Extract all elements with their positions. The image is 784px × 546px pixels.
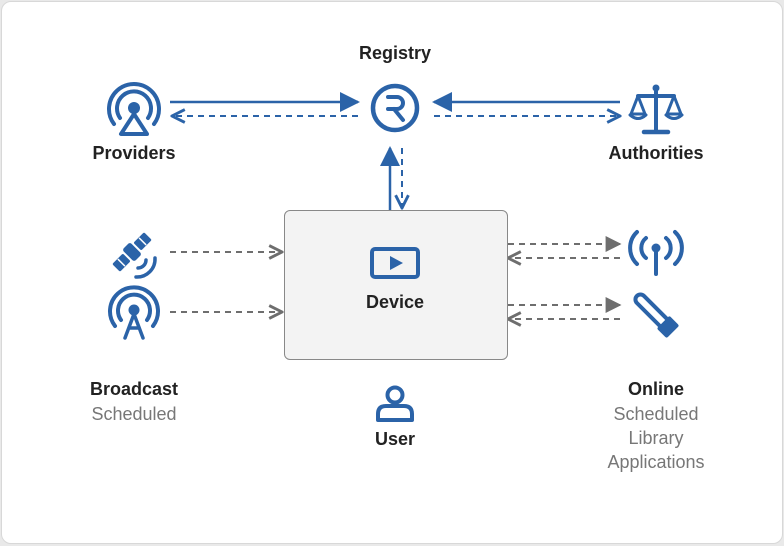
user-icon <box>376 385 414 422</box>
satellite-icon <box>112 232 152 272</box>
device-box <box>284 210 508 360</box>
broadcast-antenna-icon <box>107 82 161 136</box>
device-label: Device <box>365 292 425 312</box>
satellite-signal-icon <box>134 256 157 279</box>
broadcast-label: Broadcast <box>89 379 179 399</box>
registry-label: Registry <box>358 43 432 63</box>
user-label: User <box>374 429 416 449</box>
providers-label: Providers <box>92 143 176 163</box>
online-sublabel-applications: Applications <box>607 452 705 472</box>
balance-scale-icon <box>628 84 684 135</box>
wireless-antenna-icon <box>628 230 684 276</box>
device-screen-icon <box>370 247 420 279</box>
registered-r-icon <box>370 83 420 133</box>
authorities-label: Authorities <box>608 143 704 163</box>
broadcast-tower-icon <box>108 285 160 340</box>
network-cable-icon <box>633 292 679 338</box>
online-sublabel-library: Library <box>628 428 684 448</box>
online-label: Online <box>627 379 684 399</box>
online-sublabel-scheduled: Scheduled <box>613 404 699 424</box>
broadcast-sublabel-scheduled: Scheduled <box>91 404 177 424</box>
